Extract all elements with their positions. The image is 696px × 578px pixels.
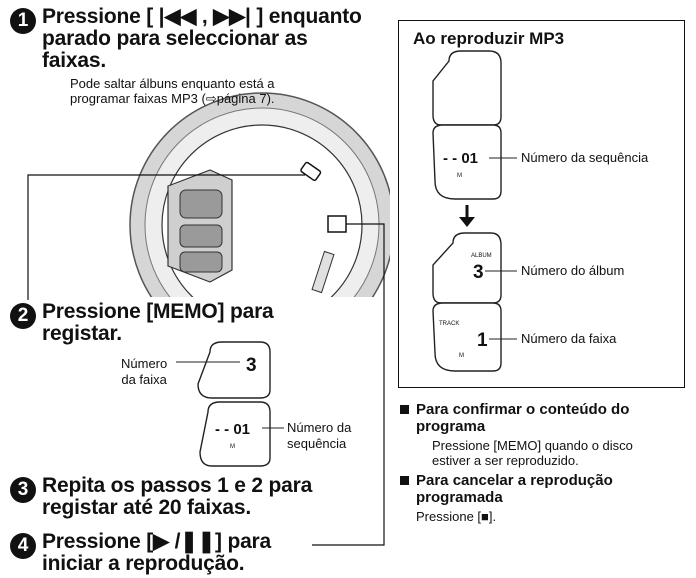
mp3-memory-mark: M xyxy=(457,173,462,179)
step-2-sequence-label: Número da sequência xyxy=(287,420,352,451)
mp3-sequence-label: Número da sequência xyxy=(521,150,649,165)
step-2-track-value: 3 xyxy=(246,355,257,376)
step-2-title: Pressione [MEMO] para registar. xyxy=(42,300,274,345)
mp3-album-value: 3 xyxy=(473,262,484,283)
step-4-number: 4 xyxy=(10,533,36,559)
step-4-title: Pressione [▶ /❚❚] para iniciar a reprodu… xyxy=(42,530,272,575)
step-2-sequence-value: - - 01 xyxy=(215,421,250,438)
mp3-panel: Ao reproduzir MP3 - - 01 M ALBUM 3 TRACK… xyxy=(398,20,685,388)
mp3-album-label: Número do álbum xyxy=(521,263,625,278)
mp3-track-memory-mark: M xyxy=(459,353,464,359)
bullet-1-text: Pressione [MEMO] quando o disco estiver … xyxy=(432,438,633,468)
mp3-panel-title: Ao reproduzir MP3 xyxy=(413,29,565,48)
bullet-1-heading: Para confirmar o conteúdo do programa xyxy=(416,401,630,435)
step-1-number: 1 xyxy=(10,8,36,34)
mp3-displays: - - 01 M ALBUM 3 TRACK 1 M xyxy=(432,50,517,372)
bullet-2-heading: Para cancelar a reprodução programada xyxy=(416,472,613,506)
mp3-sequence-value: - - 01 xyxy=(443,150,478,167)
mp3-album-small: ALBUM xyxy=(471,253,492,259)
mp3-track-label: Número da faixa xyxy=(521,331,617,346)
device-illustration xyxy=(27,92,390,546)
mp3-track-value: 1 xyxy=(477,330,488,351)
step-3-title: Repita os passos 1 e 2 para registar até… xyxy=(42,474,313,519)
bullet-2-marker xyxy=(400,476,409,485)
step-2-memory-mark: M xyxy=(230,444,235,450)
step-2-track-label: Número da faixa xyxy=(121,356,168,387)
step-2-display: 3 - - 01 M xyxy=(176,341,284,467)
bullet-1-marker xyxy=(400,405,409,414)
step-3-number: 3 xyxy=(10,477,36,503)
step-1-note: Pode saltar álbuns enquanto está a progr… xyxy=(70,76,275,106)
step-2-number: 2 xyxy=(10,303,36,329)
mp3-track-small: TRACK xyxy=(439,321,459,327)
bullet-2-text: Pressione [■]. xyxy=(416,509,497,524)
step-1-title: Pressione [ |◀◀ , ▶▶| ] enquanto parado … xyxy=(42,5,362,72)
